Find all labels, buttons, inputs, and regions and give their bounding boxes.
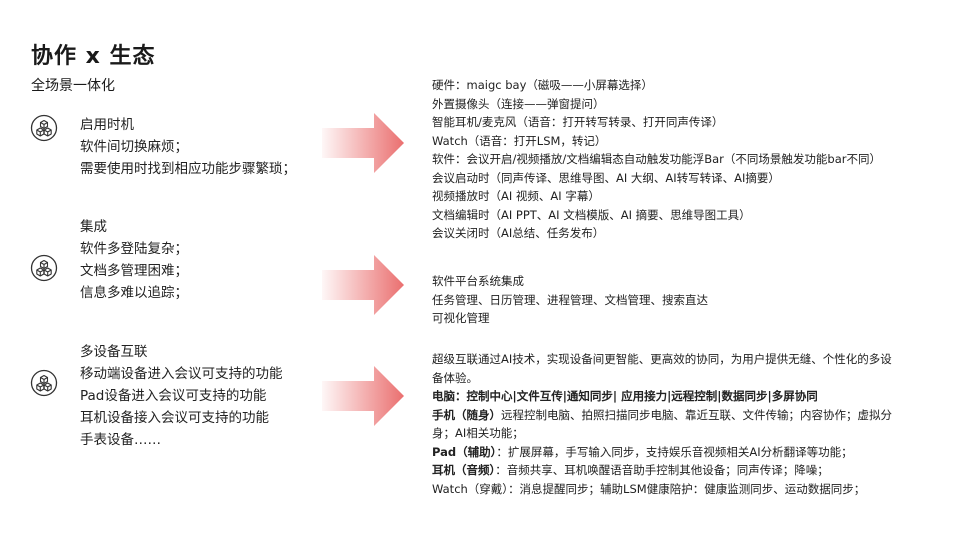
- phone-label: 手机（随身）: [432, 407, 501, 422]
- list-item: 硬件：maigc bay（磁吸——小屏幕选择）: [432, 78, 653, 92]
- section-2-line: 文档多管理困难；: [80, 263, 188, 279]
- section-1-line: 软件间切换麻烦；: [80, 139, 188, 155]
- section-3-line: 耳机设备接入会议可支持的功能: [80, 410, 269, 426]
- list-item: 外置摄像头（连接——弹窗提问）: [432, 96, 605, 111]
- section-1-heading: 启用时机: [80, 117, 134, 133]
- right-arrow-icon: [322, 255, 404, 315]
- earphone-line: 耳机（音频）：音频共享、耳机唤醒语音助手控制其他设备；同声传译；降噪；: [432, 461, 894, 480]
- section-3-line: Pad设备进入会议可支持的功能: [80, 388, 267, 404]
- list-item: 软件：会议开启/视频播放/文档编辑态自动触发功能浮Bar（不同场景触发功能bar…: [432, 152, 881, 166]
- list-item: 任务管理、日历管理、进程管理、文档管理、搜索直达: [432, 292, 708, 307]
- list-item: 会议关闭时（AI总结、任务发布）: [432, 226, 605, 240]
- list-item: 文档编辑时（AI PPT、AI 文档模版、AI 摘要、思维导图工具）: [432, 207, 751, 222]
- section-2-heading: 集成: [80, 219, 107, 235]
- integration-list: 软件平台系统集成 任务管理、日历管理、进程管理、文档管理、搜索直达 可视化管理: [432, 272, 947, 328]
- watch-text: ：消息提醒同步；辅助LSM健康陪护：健康监测同步、运动数据同步；: [508, 481, 866, 496]
- list-item: 视频播放时（AI 视频、AI 字幕）: [432, 189, 600, 203]
- section-3-line: 手表设备……: [80, 432, 161, 448]
- intro-paragraph: 超级互联通过AI技术，实现设备间更智能、更高效的协同，为用户提供无缝、个性化的多…: [432, 352, 892, 385]
- pc-feature-line: 电脑：控制中心|文件互传|通知同步| 应用接力|远程控制|数据同步|多屏协同: [432, 389, 818, 403]
- right-arrow-icon: [322, 366, 404, 426]
- section-3-heading: 多设备互联: [80, 344, 148, 360]
- pad-label: Pad（辅助）: [432, 444, 497, 459]
- list-item: 软件平台系统集成: [432, 274, 524, 288]
- section-2-text: 集成 软件多登陆复杂； 文档多管理困难； 信息多难以追踪；: [80, 216, 188, 304]
- cubes-icon: [30, 254, 58, 282]
- device-interconnect-list: 超级互联通过AI技术，实现设备间更智能、更高效的协同，为用户提供无缝、个性化的多…: [432, 350, 894, 498]
- page-title: 协作 x 生态: [31, 44, 156, 69]
- cubes-icon: [30, 114, 58, 142]
- phone-line: 手机（随身）远程控制电脑、拍照扫描同步电脑、靠近互联、文件传输；内容协作；虚拟分…: [432, 406, 894, 443]
- cubes-icon: [30, 369, 58, 397]
- list-item: Watch（语音：打开LSM，转记）: [432, 133, 607, 148]
- list-item: 可视化管理: [432, 311, 490, 325]
- list-item: 智能耳机/麦克风（语音：打开转写转录、打开同声传译）: [432, 115, 724, 129]
- earphone-label: 耳机（音频）: [432, 463, 496, 477]
- list-item: 会议启动时（同声传译、思维导图、AI 大纲、AI转写转译、AI摘要）: [432, 170, 780, 185]
- pad-line: Pad（辅助）：扩展屏幕，手写输入同步，支持娱乐音视频相关AI分析翻译等功能；: [432, 443, 894, 462]
- watch-line: Watch（穿戴）：消息提醒同步；辅助LSM健康陪护：健康监测同步、运动数据同步…: [432, 480, 894, 499]
- section-2-line: 信息多难以追踪；: [80, 285, 188, 301]
- page-subtitle: 全场景一体化: [31, 78, 115, 94]
- section-1-text: 启用时机 软件间切换麻烦； 需要使用时找到相应功能步骤繁琐；: [80, 114, 296, 180]
- hardware-software-list: 硬件：maigc bay（磁吸——小屏幕选择） 外置摄像头（连接——弹窗提问） …: [432, 76, 947, 243]
- section-1-line: 需要使用时找到相应功能步骤繁琐；: [80, 161, 296, 177]
- right-arrow-icon: [322, 113, 404, 173]
- earphone-text: ：音频共享、耳机唤醒语音助手控制其他设备；同声传译；降噪；: [495, 463, 829, 477]
- section-3-line: 移动端设备进入会议可支持的功能: [80, 366, 283, 382]
- section-3-text: 多设备互联 移动端设备进入会议可支持的功能 Pad设备进入会议可支持的功能 耳机…: [80, 341, 283, 451]
- phone-text: 远程控制电脑、拍照扫描同步电脑、靠近互联、文件传输；内容协作；虚拟分身；AI相关…: [432, 407, 892, 441]
- watch-label: Watch（穿戴）: [432, 481, 509, 496]
- section-2-line: 软件多登陆复杂；: [80, 241, 188, 257]
- pad-text: ：扩展屏幕，手写输入同步，支持娱乐音视频相关AI分析翻译等功能；: [496, 444, 853, 459]
